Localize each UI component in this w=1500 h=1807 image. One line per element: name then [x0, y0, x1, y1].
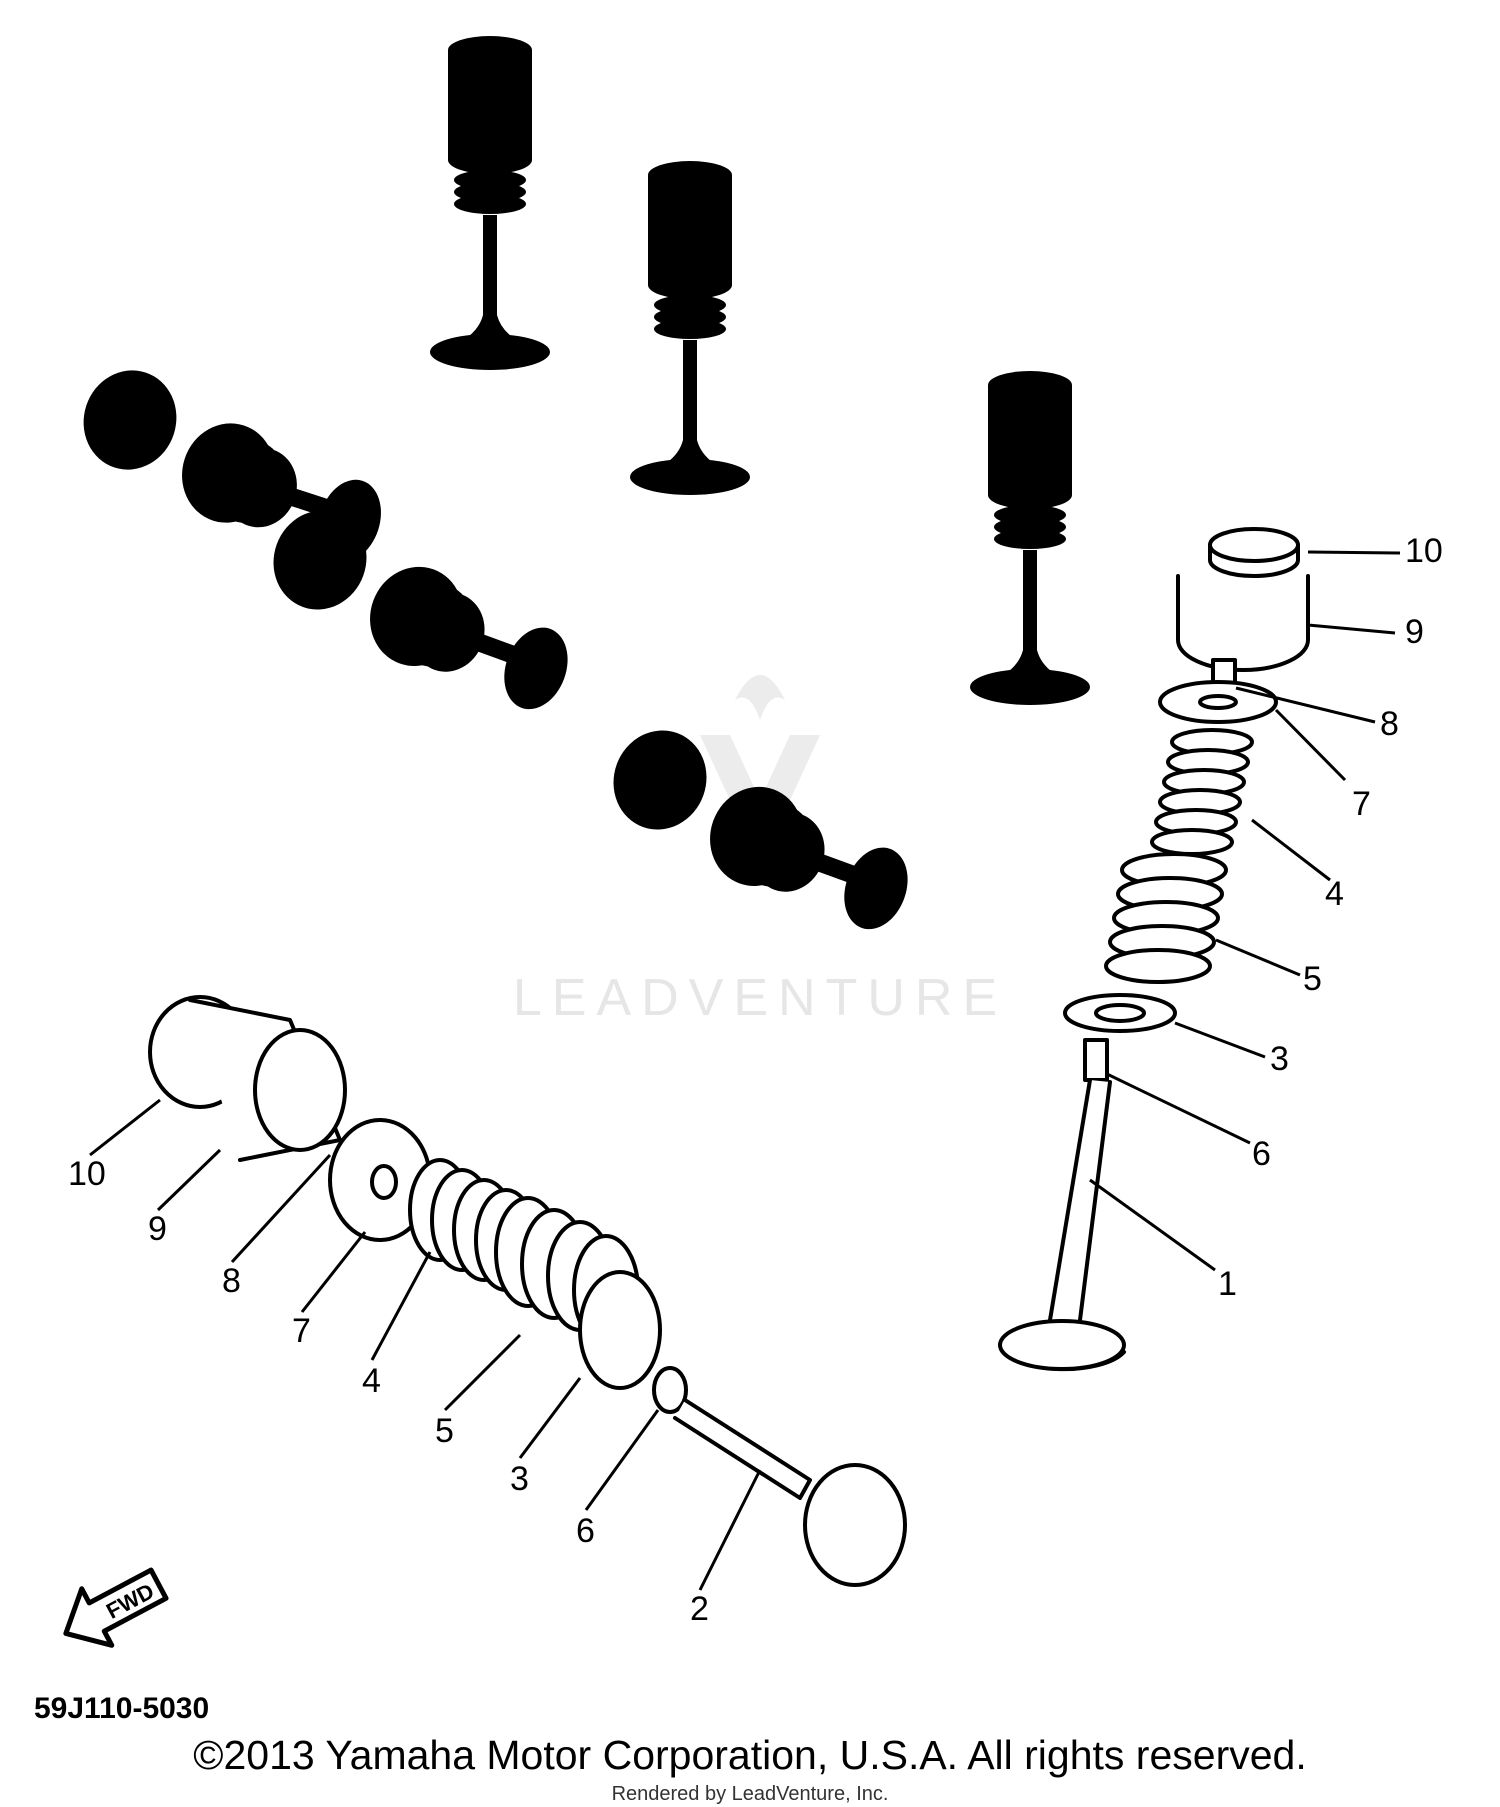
callout-10-right: 10: [1405, 532, 1443, 570]
callout-7-right: 7: [1352, 785, 1371, 823]
valve-spring-inner: [1104, 852, 1228, 984]
callout-6-right: 6: [1252, 1135, 1271, 1173]
side-valve-2: [252, 497, 591, 719]
callout-1-right: 1: [1218, 1265, 1237, 1303]
assembled-valve-2: [630, 161, 750, 495]
side-valve-3: [592, 717, 931, 939]
callout-8-right: 8: [1380, 705, 1399, 743]
callout-7-left: 7: [292, 1312, 311, 1350]
callout-8-left: 8: [222, 1262, 241, 1300]
callout-9-right: 9: [1405, 613, 1424, 651]
callouts-right: 10 9 8 7 4 5 3 6 1: [1218, 532, 1443, 1303]
callout-3-left: 3: [510, 1460, 529, 1498]
valve-spring-left: [408, 1158, 640, 1346]
watermark-text: LEADVENTURE: [513, 969, 1007, 1027]
valve-spring-outer: [1150, 728, 1254, 856]
copyright-notice: ©2013 Yamaha Motor Corporation, U.S.A. A…: [193, 1732, 1307, 1778]
callout-5-left: 5: [435, 1412, 454, 1450]
leadventure-watermark: LEADVENTURE: [513, 675, 1007, 1027]
exploded-valve-left: [148, 995, 907, 1587]
rendered-by-note: Rendered by LeadVenture, Inc.: [611, 1783, 889, 1805]
exploded-valve-right: [998, 527, 1310, 1372]
callout-9-left: 9: [148, 1210, 167, 1248]
assembled-valve-3: [970, 371, 1090, 705]
callout-4-left: 4: [362, 1362, 381, 1400]
callout-5-right: 5: [1303, 960, 1322, 998]
leader-lines-left: [89, 1098, 762, 1591]
fwd-arrow: FWD: [63, 1567, 169, 1648]
callout-6-left: 6: [576, 1512, 595, 1550]
callouts-left: 10 9 8 7 4 5 3 6 2: [68, 1155, 709, 1628]
diagram-code: 59J110-5030: [34, 1692, 209, 1725]
callout-10-left: 10: [68, 1155, 106, 1193]
callout-4-right: 4: [1325, 875, 1344, 913]
callout-3-right: 3: [1270, 1040, 1289, 1078]
callout-2-left: 2: [690, 1590, 709, 1628]
leader-lines-right: [1089, 550, 1401, 1272]
assembled-valve-1: [430, 36, 550, 370]
